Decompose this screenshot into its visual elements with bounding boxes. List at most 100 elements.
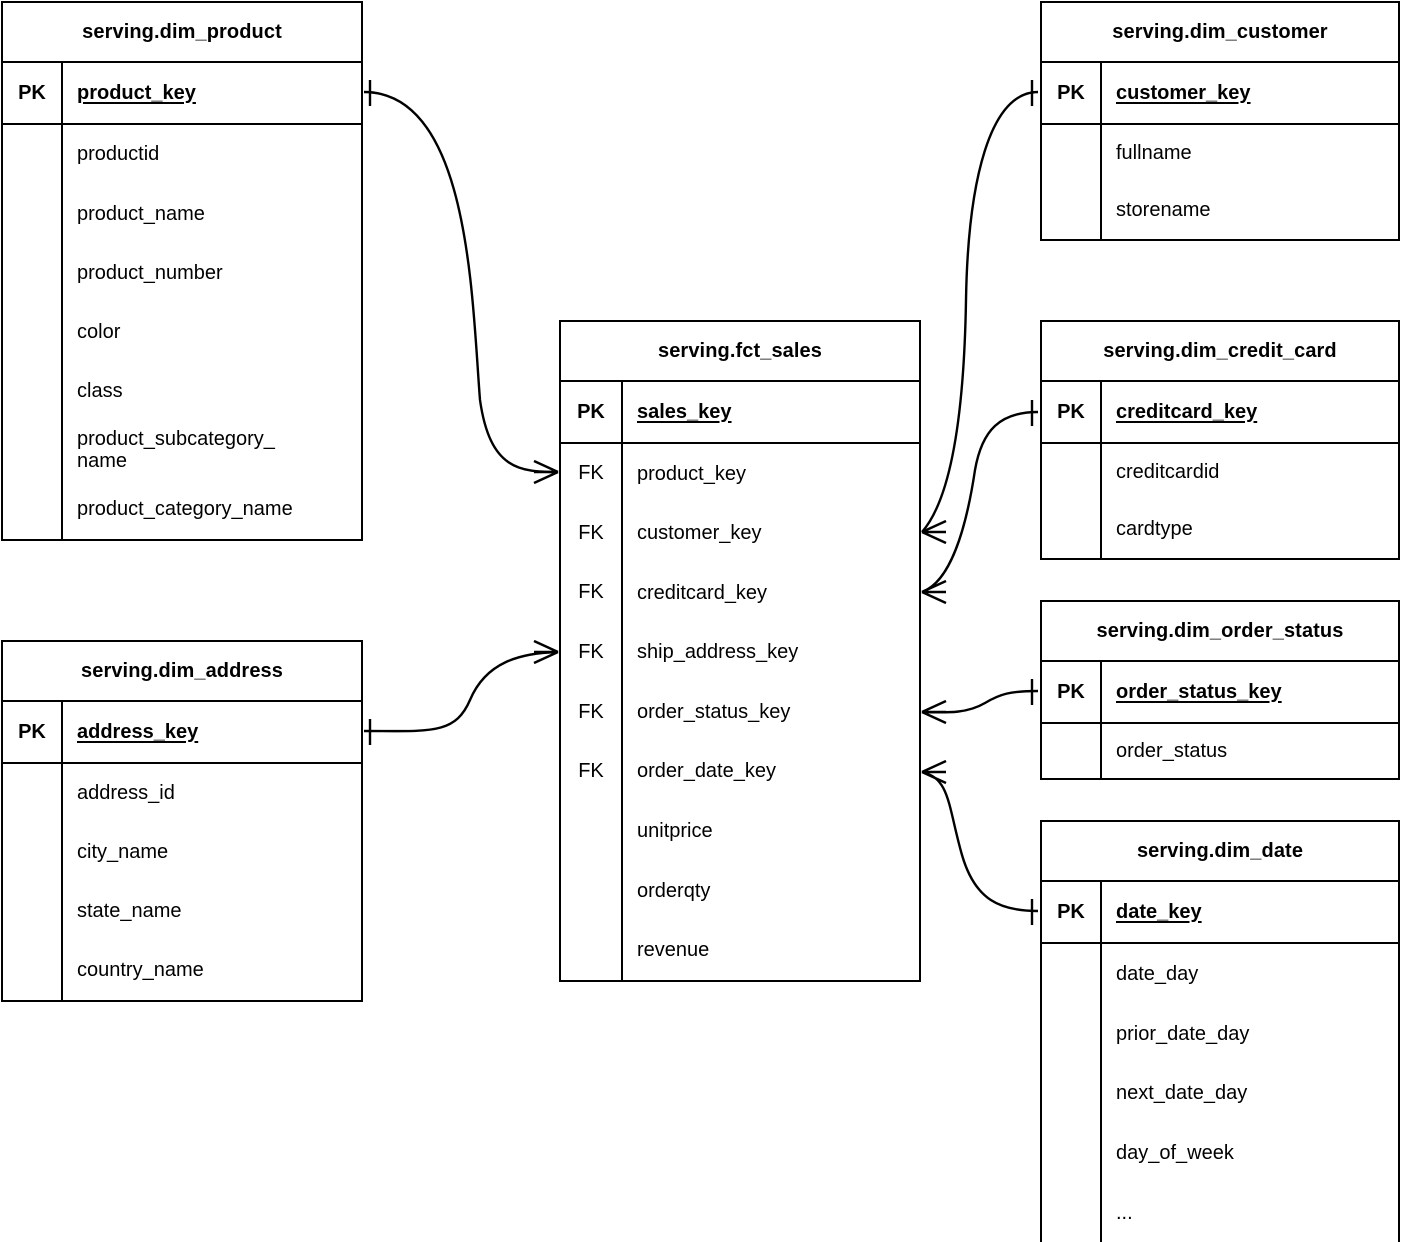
- column-tag: [3, 125, 61, 184]
- pk-row-dim-address: PK address_key: [3, 702, 361, 764]
- column-name: city_name: [77, 841, 169, 864]
- column-tag: [1042, 1123, 1100, 1183]
- column-tag: [3, 882, 61, 941]
- column-name: product_name: [77, 202, 205, 225]
- column-name: color: [77, 320, 121, 343]
- column-name-line1: product_subcategory_: [77, 427, 275, 450]
- column-name: productid: [77, 143, 160, 166]
- entity-dim-date[interactable]: serving.dim_date PK date_key date_day pr…: [1040, 820, 1400, 1242]
- column-tag: [3, 302, 61, 361]
- column-name: storename: [1116, 199, 1211, 222]
- pk-row-dim-date: PK date_key: [1042, 882, 1398, 944]
- column-name: creditcardid: [1116, 461, 1220, 484]
- column-tag: [1042, 501, 1100, 558]
- column-name: product_category_name: [77, 498, 293, 521]
- columns-dim-address: address_id city_name state_name country_…: [3, 764, 361, 1000]
- crowsfoot-date: [921, 759, 947, 785]
- column-tag: FK: [578, 521, 604, 544]
- column-tag: [1042, 444, 1100, 501]
- entity-title-fct-sales: serving.fct_sales: [561, 322, 919, 382]
- column-name: day_of_week: [1116, 1142, 1234, 1165]
- relationship-product: [363, 80, 559, 485]
- relationship-date: [921, 759, 1039, 925]
- pk-column-name: creditcard_key: [1116, 400, 1258, 423]
- column-tag: [1042, 1004, 1100, 1064]
- column-tag: [561, 861, 621, 921]
- entity-dim-address[interactable]: serving.dim_address PK address_key addre…: [1, 640, 363, 1002]
- pk-tag: PK: [1057, 81, 1085, 104]
- column-name: product_key: [637, 462, 746, 485]
- column-tag: [561, 801, 621, 861]
- column-tag: FK: [578, 640, 604, 663]
- column-name: next_date_day: [1116, 1082, 1248, 1105]
- crowsfoot-product: [533, 459, 559, 485]
- pk-row-dim-customer: PK customer_key: [1042, 63, 1398, 125]
- entity-fct-sales[interactable]: serving.fct_sales PK sales_key FK FK FK …: [559, 320, 921, 982]
- column-tag: FK: [578, 581, 604, 604]
- column-tag: [3, 823, 61, 882]
- pk-column-name: sales_key: [637, 400, 732, 423]
- column-tag: [3, 421, 61, 480]
- pk-row-dim-credit-card: PK creditcard_key: [1042, 382, 1398, 444]
- column-tag: [1042, 724, 1100, 778]
- columns-dim-date: date_day prior_date_day next_date_day da…: [1042, 944, 1398, 1242]
- column-name: date_day: [1116, 962, 1199, 985]
- pk-tag: PK: [1057, 680, 1085, 703]
- pk-row-dim-product: PK product_key: [3, 63, 361, 125]
- entity-title-dim-address: serving.dim_address: [3, 642, 361, 702]
- column-tag: [3, 764, 61, 823]
- column-name: unitprice: [637, 819, 713, 842]
- column-name: order_status_key: [637, 700, 791, 723]
- column-tag: [1042, 1183, 1100, 1242]
- column-name: address_id: [77, 782, 175, 805]
- column-name: fullname: [1116, 142, 1192, 165]
- columns-dim-product: productid product_name product_number co…: [3, 125, 361, 539]
- crowsfoot-address: [533, 639, 559, 665]
- column-name: country_name: [77, 959, 204, 982]
- pk-column-name: date_key: [1116, 900, 1202, 923]
- column-tag: FK: [578, 462, 604, 485]
- entity-dim-credit-card[interactable]: serving.dim_credit_card PK creditcard_ke…: [1040, 320, 1400, 560]
- column-tag: [3, 362, 61, 421]
- columns-dim-order-status: order_status: [1042, 724, 1398, 778]
- entity-dim-customer[interactable]: serving.dim_customer PK customer_key ful…: [1040, 1, 1400, 241]
- pk-column-name: order_status_key: [1116, 680, 1282, 703]
- entity-title-dim-date: serving.dim_date: [1042, 822, 1398, 882]
- column-tag: [1042, 125, 1100, 182]
- crowsfoot-creditcard: [921, 579, 947, 605]
- pk-column-name: address_key: [77, 720, 199, 743]
- column-name: cardtype: [1116, 518, 1193, 541]
- entity-dim-product[interactable]: serving.dim_product PK product_key produ…: [1, 1, 363, 541]
- entity-dim-order-status[interactable]: serving.dim_order_status PK order_status…: [1040, 600, 1400, 780]
- column-name: ...: [1116, 1201, 1133, 1224]
- entity-title-dim-order-status: serving.dim_order_status: [1042, 602, 1398, 662]
- column-name: revenue: [637, 939, 710, 962]
- column-name: state_name: [77, 900, 182, 923]
- column-tag: [561, 921, 621, 981]
- relationship-orderstatus: [921, 679, 1039, 725]
- column-tag: [1042, 1064, 1100, 1124]
- pk-row-dim-order-status: PK order_status_key: [1042, 662, 1398, 724]
- crowsfoot-customer: [921, 519, 947, 545]
- column-name: customer_key: [637, 522, 762, 545]
- columns-dim-customer: fullname storename: [1042, 125, 1398, 239]
- column-tag: FK: [578, 760, 604, 783]
- pk-tag: PK: [18, 81, 46, 104]
- relationship-customer: [921, 80, 1039, 545]
- column-name-line2: name: [77, 450, 128, 473]
- columns-fct-sales: FK FK FK FK FK FK product_key customer_k…: [561, 444, 919, 980]
- column-tag: [3, 243, 61, 302]
- relationship-address: [363, 639, 559, 745]
- pk-row-fct-sales: PK sales_key: [561, 382, 919, 444]
- column-name: order_date_key: [637, 760, 776, 783]
- relationship-creditcard: [921, 400, 1039, 605]
- pk-tag: PK: [1057, 400, 1085, 423]
- column-name: orderqty: [637, 879, 711, 902]
- column-tag: [3, 184, 61, 243]
- column-tag: FK: [578, 700, 604, 723]
- pk-tag: PK: [577, 400, 605, 423]
- column-name: ship_address_key: [637, 641, 799, 664]
- column-tag: [3, 941, 61, 1000]
- column-name: class: [77, 379, 123, 402]
